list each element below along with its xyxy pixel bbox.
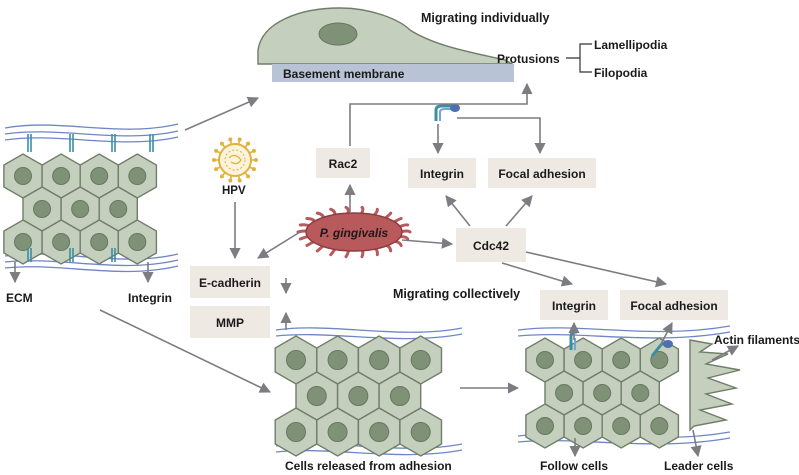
protusions-bracket xyxy=(566,43,592,73)
hpv-label: HPV xyxy=(222,185,246,197)
epithelial-cell xyxy=(357,407,401,457)
focal-bottom-up-arrow xyxy=(659,322,673,347)
bacterium-to-cdc42-arrow xyxy=(401,237,454,249)
virus-spike-tip xyxy=(212,158,216,162)
epithelial-cell xyxy=(601,403,641,449)
rac2-box xyxy=(316,148,370,178)
integrin-top-box xyxy=(408,158,476,188)
integrin-bottom-box xyxy=(540,290,608,320)
integrin-to-focal-arrow xyxy=(457,117,546,155)
integrin-icon xyxy=(27,134,154,262)
virus-spike-tip xyxy=(214,167,219,172)
leader-cells-arrow xyxy=(690,429,702,458)
focal-adhesion-bottom-label: Focal adhesion xyxy=(630,299,717,313)
lamellipodia-label: Lamellipodia xyxy=(594,38,668,52)
integrin-receptor-icon xyxy=(434,104,460,121)
virus-spike-tip xyxy=(251,148,256,153)
integrin-top-label: Integrin xyxy=(420,167,464,181)
focal-adhesion-bottom-box xyxy=(620,290,728,320)
leader-protrusion xyxy=(689,339,741,432)
bacterium-to-ecadherin-arrow xyxy=(257,231,301,259)
focal-adhesion-top-box xyxy=(488,158,596,188)
cdc42-to-focal-bottom-arrow xyxy=(525,251,668,288)
migrating-cell-icon xyxy=(257,7,515,65)
cdc42-box xyxy=(456,228,526,262)
basement-membrane-label: Basement membrane xyxy=(283,67,405,81)
focal-adhesion-top-label: Focal adhesion xyxy=(498,167,585,181)
e-cadherin-box xyxy=(190,266,270,298)
epithelial-cell xyxy=(3,153,43,199)
collective-epithelium xyxy=(517,325,741,449)
released-epithelium xyxy=(274,327,463,457)
epithelial-cell xyxy=(117,219,158,265)
epithelial-cell xyxy=(399,407,443,457)
epithelial-cell xyxy=(639,403,680,449)
virus-spike-tip xyxy=(251,167,256,172)
actin-filaments-label: Actin filaments xyxy=(714,333,799,347)
e-cadherin-label: E-cadherin xyxy=(199,276,261,290)
p-gingivalis-label: P. gingivalis xyxy=(320,226,389,240)
cdc42-to-integrin-bottom-arrow xyxy=(501,262,574,287)
migrating-collectively-label: Migrating collectively xyxy=(393,287,520,301)
mmp-box xyxy=(190,306,270,338)
left-epithelium xyxy=(3,123,179,273)
migrating-individually-label: Migrating individually xyxy=(421,11,550,25)
virus-spike-tip xyxy=(237,178,242,183)
hpv-virus-icon xyxy=(212,137,258,183)
virus-spike-tip xyxy=(228,137,233,142)
epithelial-cell xyxy=(563,403,603,449)
virus-spike-tip xyxy=(237,137,242,142)
epithelial-cell xyxy=(98,186,139,232)
p-gingivalis-bacterium-icon xyxy=(296,205,412,259)
epithelial-cell xyxy=(117,153,158,199)
epithelial-cell xyxy=(41,153,81,199)
left-to-released-arrow xyxy=(99,309,272,393)
cdc42-to-integrin-arrow xyxy=(445,195,471,227)
virus-spike-tip xyxy=(228,178,233,183)
rac2-to-protusions-arrow xyxy=(349,82,533,146)
virus-spike-tip xyxy=(246,174,251,179)
ecm-label: ECM xyxy=(6,291,33,305)
cdc42-to-focal-arrow xyxy=(505,195,533,227)
virus-spike-tip xyxy=(219,141,224,146)
protusions-label: Protusions xyxy=(497,52,560,66)
integrin-bottom-label: Integrin xyxy=(552,299,596,313)
epithelial-cell xyxy=(620,370,660,416)
integrin-left-label: Integrin xyxy=(128,291,172,305)
cdc42-label: Cdc42 xyxy=(473,239,509,253)
mmp-label: MMP xyxy=(216,316,244,330)
left-to-individual-arrow xyxy=(184,96,260,131)
virus-spike-tip xyxy=(219,174,224,179)
epithelial-cell xyxy=(316,335,360,385)
rac2-label: Rac2 xyxy=(329,157,358,171)
leader-cells-label: Leader cells xyxy=(664,459,734,473)
actin-arrow xyxy=(711,345,739,361)
virus-spike-tip xyxy=(214,148,219,153)
basement-membrane xyxy=(272,64,514,82)
cells-released-label: Cells released from adhesion xyxy=(285,459,452,473)
virus-spike-tip xyxy=(254,158,258,162)
filopodia-label: Filopodia xyxy=(594,66,648,80)
follow-cells-label: Follow cells xyxy=(540,459,608,473)
virus-spike-tip xyxy=(246,141,251,146)
